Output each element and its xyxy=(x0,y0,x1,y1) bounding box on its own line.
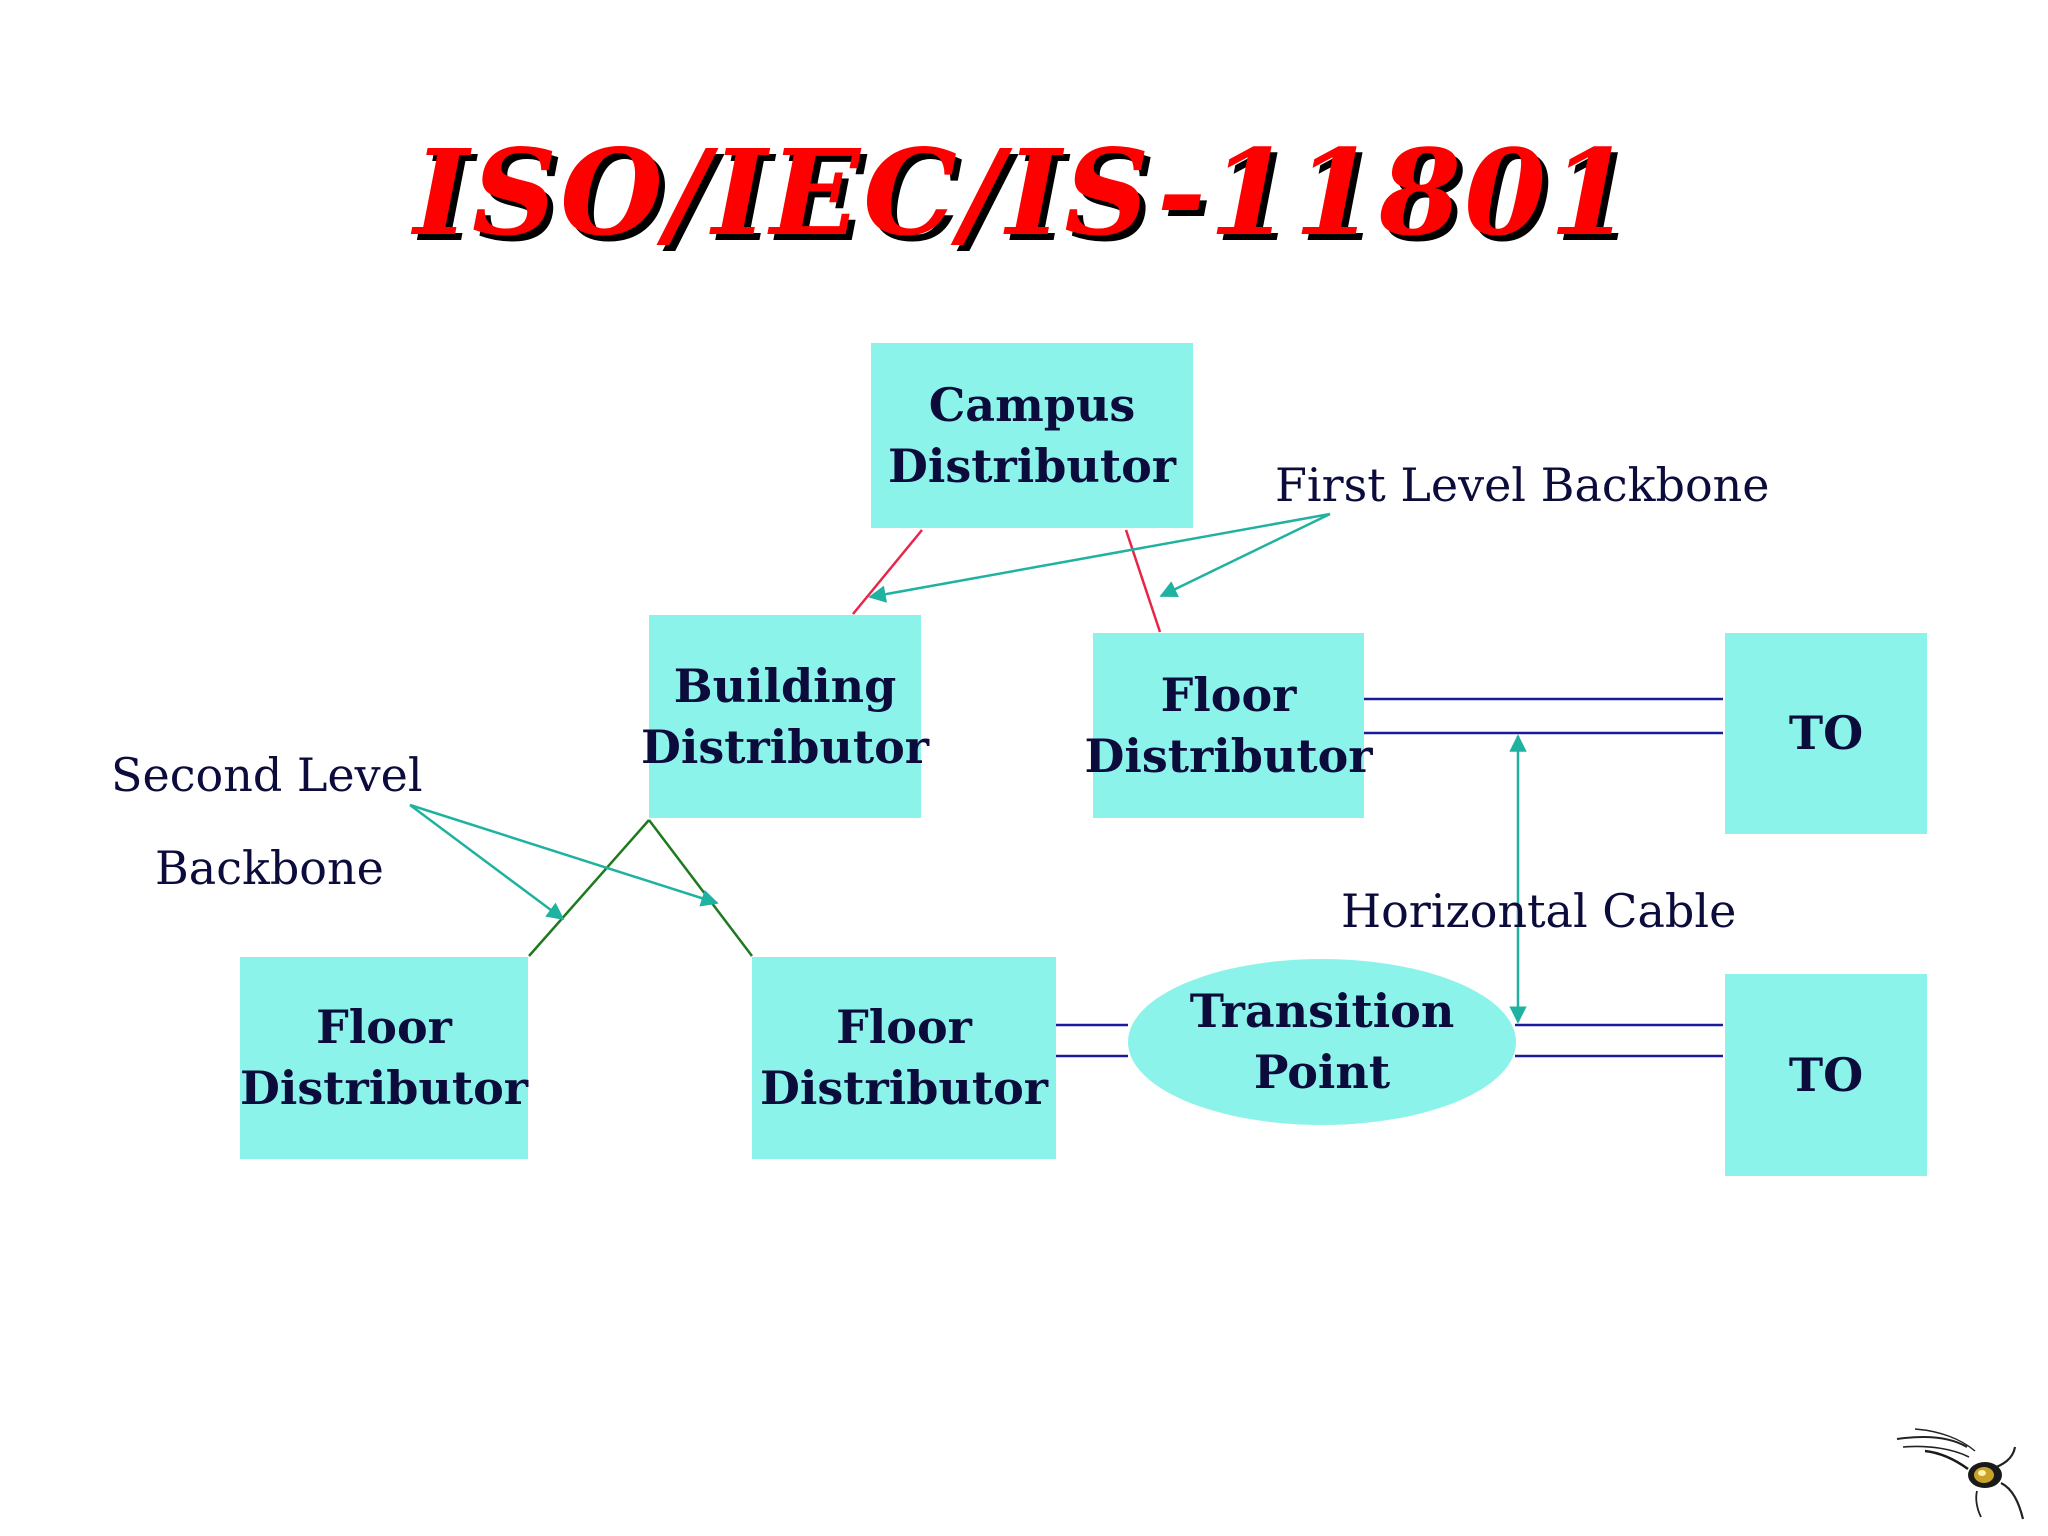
arrow-first-level-to-building xyxy=(868,512,1331,603)
floor-distributor-mid-box: Floor Distributor xyxy=(752,957,1056,1159)
arrow-first-level-to-floor xyxy=(1159,512,1331,598)
backbone-link-building-floor-left xyxy=(528,819,650,957)
to-top-label: TO xyxy=(1788,706,1864,761)
spider-logo-icon xyxy=(1896,1428,2025,1520)
backbone-label: Backbone xyxy=(155,841,384,895)
floor-distributor-left-label: Floor Distributor xyxy=(240,1000,528,1115)
floor-distributor-left-box: Floor Distributor xyxy=(240,957,528,1159)
floor-distributor-mid-label: Floor Distributor xyxy=(760,1000,1048,1115)
arrow-second-level-to-floor-mid xyxy=(409,803,719,907)
arrow-second-level-to-floor-left xyxy=(409,803,565,921)
building-distributor-label: Building Distributor xyxy=(641,658,929,774)
backbone-link-campus-building xyxy=(852,529,923,615)
floor-distributor-top-box: Floor Distributor xyxy=(1085,633,1373,818)
campus-distributor-label: Campus Distributor xyxy=(888,377,1176,493)
backbone-link-campus-floor xyxy=(1124,529,1162,633)
second-level-label: Second Level xyxy=(111,748,423,802)
horizontal-cable-label: Horizontal Cable xyxy=(1341,884,1737,938)
transition-point-label: Transition Point xyxy=(1189,984,1455,1099)
campus-distributor-box: Campus Distributor xyxy=(871,343,1193,528)
to-bottom-box: TO xyxy=(1725,974,1927,1176)
floor-distributor-top-label: Floor Distributor xyxy=(1084,667,1373,783)
slide-title: ISO/IEC/IS-11801 xyxy=(413,123,1635,262)
building-distributor-box: Building Distributor xyxy=(641,615,929,818)
to-bottom-label: TO xyxy=(1788,1047,1864,1102)
first-level-backbone-label: First Level Backbone xyxy=(1275,458,1770,512)
to-top-box: TO xyxy=(1725,633,1927,834)
transition-point-ellipse: Transition Point xyxy=(1128,959,1516,1125)
backbone-link-building-floor-mid xyxy=(648,819,753,957)
